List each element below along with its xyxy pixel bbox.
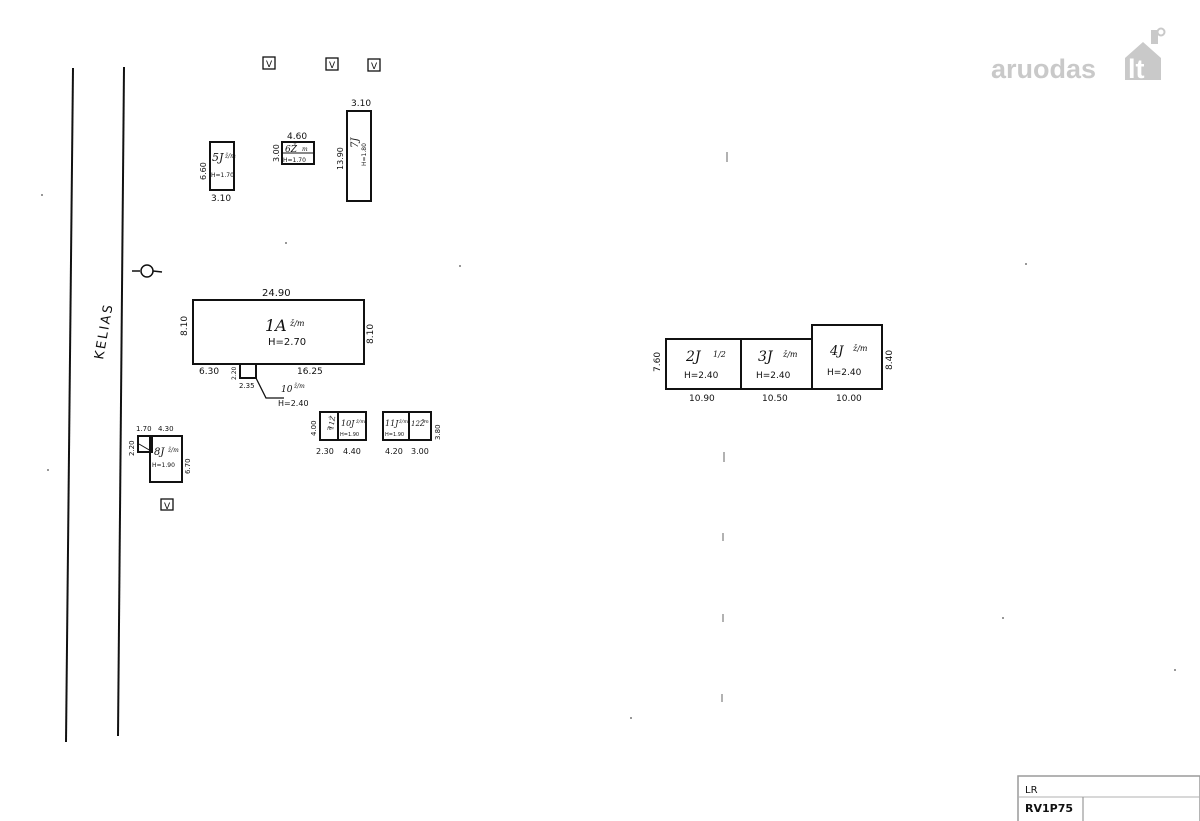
road-edge-left [65, 67, 74, 743]
well-icon: V [367, 58, 381, 72]
svg-text:m: m [302, 146, 308, 153]
svg-text:m: m [327, 426, 332, 432]
svg-text:6.60: 6.60 [199, 162, 208, 180]
svg-text:4.60: 4.60 [287, 132, 307, 142]
svg-text:8.10: 8.10 [366, 324, 376, 344]
svg-text:6Ž: 6Ž [285, 143, 298, 155]
svg-text:RV1P75: RV1P75 [1025, 802, 1073, 815]
road-edge-right [117, 66, 125, 737]
svg-text:3.10: 3.10 [211, 194, 231, 204]
svg-text:8.40: 8.40 [885, 350, 895, 370]
building-8: 1.70 4.30 2.20 8J ž/m H=1.90 6.70 [128, 425, 192, 483]
svg-text:4.30: 4.30 [158, 425, 174, 433]
svg-text:H=2.40: H=2.40 [278, 399, 309, 408]
watermark-site: aruodas [991, 54, 1096, 84]
svg-text:H=2.40: H=2.40 [827, 368, 862, 378]
svg-text:ž/m: ž/m [167, 447, 179, 454]
svg-text:2.20: 2.20 [231, 366, 238, 380]
buildings-11j-12: 11J ž/m H=1.90 12Ž m 3.80 4.20 3.00 [382, 411, 442, 456]
svg-text:H=1.90: H=1.90 [152, 462, 175, 469]
buildings-2-3-4: 7.60 2J 1/2 H=2.40 3J ž/m H=2.40 4J ž/m … [653, 324, 895, 404]
svg-text:H=1.70: H=1.70 [211, 172, 234, 179]
svg-text:8.10: 8.10 [180, 316, 190, 336]
svg-text:H=1.90: H=1.90 [340, 432, 359, 438]
svg-text:ž/m: ž/m [852, 344, 868, 353]
svg-text:3.00: 3.00 [411, 447, 429, 456]
svg-text:ž/m: ž/m [782, 350, 798, 359]
scan-specks [41, 194, 1176, 719]
svg-text:8J: 8J [154, 447, 165, 458]
svg-text:H=1.70: H=1.70 [283, 157, 306, 164]
svg-text:ž/m: ž/m [289, 319, 305, 328]
svg-text:4.40: 4.40 [343, 447, 361, 456]
svg-text:2.35: 2.35 [239, 382, 255, 390]
svg-text:2.30: 2.30 [316, 447, 334, 456]
building-1-main-house: 24.90 1A ž/m H=2.70 8.10 8.10 6.30 16.25 [180, 288, 376, 377]
svg-text:24.90: 24.90 [262, 288, 291, 299]
svg-text:4J: 4J [829, 344, 844, 359]
svg-text:10: 10 [281, 385, 293, 395]
aruodas-logo: aruodas lt [991, 27, 1166, 84]
building-10-annex: 2.35 2.20 10 ž/m H=2.40 [231, 363, 309, 408]
svg-text:12Ž: 12Ž [411, 419, 425, 428]
svg-text:ž/m: ž/m [355, 418, 365, 425]
svg-text:10.50: 10.50 [762, 394, 788, 404]
svg-text:V: V [329, 61, 336, 71]
svg-text:6.70: 6.70 [184, 458, 192, 474]
svg-text:H=1.90: H=1.90 [385, 432, 404, 438]
svg-text:ž/m: ž/m [293, 383, 305, 390]
registry-stamp: LR RV1P75 [1017, 775, 1200, 821]
svg-text:ž/m: ž/m [398, 418, 408, 425]
svg-text:7.60: 7.60 [653, 352, 663, 372]
svg-text:LR: LR [1025, 785, 1038, 796]
svg-text:7J: 7J [350, 137, 361, 148]
well-icon: V [160, 498, 174, 512]
svg-text:11Ž: 11Ž [326, 415, 337, 430]
building-7: 3.10 7J H=1.80 13.90 [336, 99, 372, 202]
svg-text:H=1.80: H=1.80 [361, 143, 368, 166]
svg-text:2.20: 2.20 [128, 440, 136, 456]
svg-text:3J: 3J [758, 349, 774, 365]
svg-text:V: V [371, 62, 378, 72]
svg-text:ž/m: ž/m [224, 153, 236, 160]
road-label: KELIAS [92, 302, 117, 361]
svg-text:1A: 1A [265, 316, 287, 335]
svg-text:H=2.70: H=2.70 [268, 337, 306, 348]
building-6: 6Ž m H=1.70 4.60 3.00 [272, 132, 315, 165]
svg-text:3.10: 3.10 [351, 99, 371, 109]
svg-text:5J: 5J [212, 151, 224, 164]
watermark-tld: lt [1128, 54, 1145, 84]
svg-text:6.30: 6.30 [199, 367, 219, 377]
svg-text:H=2.40: H=2.40 [684, 371, 719, 381]
svg-text:4.20: 4.20 [385, 447, 403, 456]
buildings-11-10: 11Ž m H=1.90 10J ž/m 4.00 2.30 4.40 [310, 411, 367, 456]
svg-text:3.00: 3.00 [272, 144, 281, 162]
well-icon: V [325, 57, 339, 71]
svg-text:10.00: 10.00 [836, 394, 862, 404]
utility-pole-icon [132, 264, 163, 278]
svg-text:13.90: 13.90 [336, 147, 345, 170]
svg-text:1/2: 1/2 [713, 350, 726, 359]
svg-text:10.90: 10.90 [689, 394, 715, 404]
svg-text:1.70: 1.70 [136, 425, 152, 433]
svg-text:16.25: 16.25 [297, 367, 323, 377]
svg-text:4.00: 4.00 [310, 420, 318, 436]
svg-text:2J: 2J [685, 349, 702, 365]
svg-text:10J: 10J [341, 419, 355, 428]
svg-text:m: m [424, 419, 429, 425]
svg-text:V: V [164, 502, 171, 512]
svg-text:3.80: 3.80 [434, 424, 442, 440]
house-icon [1125, 27, 1166, 80]
well-icon: V [262, 56, 276, 70]
svg-text:V: V [266, 60, 273, 70]
svg-text:H=2.40: H=2.40 [756, 371, 791, 381]
building-5: 5J ž/m H=1.70 3.10 6.60 [199, 141, 236, 204]
guide-marks [721, 152, 728, 702]
svg-text:11J: 11J [385, 419, 399, 428]
